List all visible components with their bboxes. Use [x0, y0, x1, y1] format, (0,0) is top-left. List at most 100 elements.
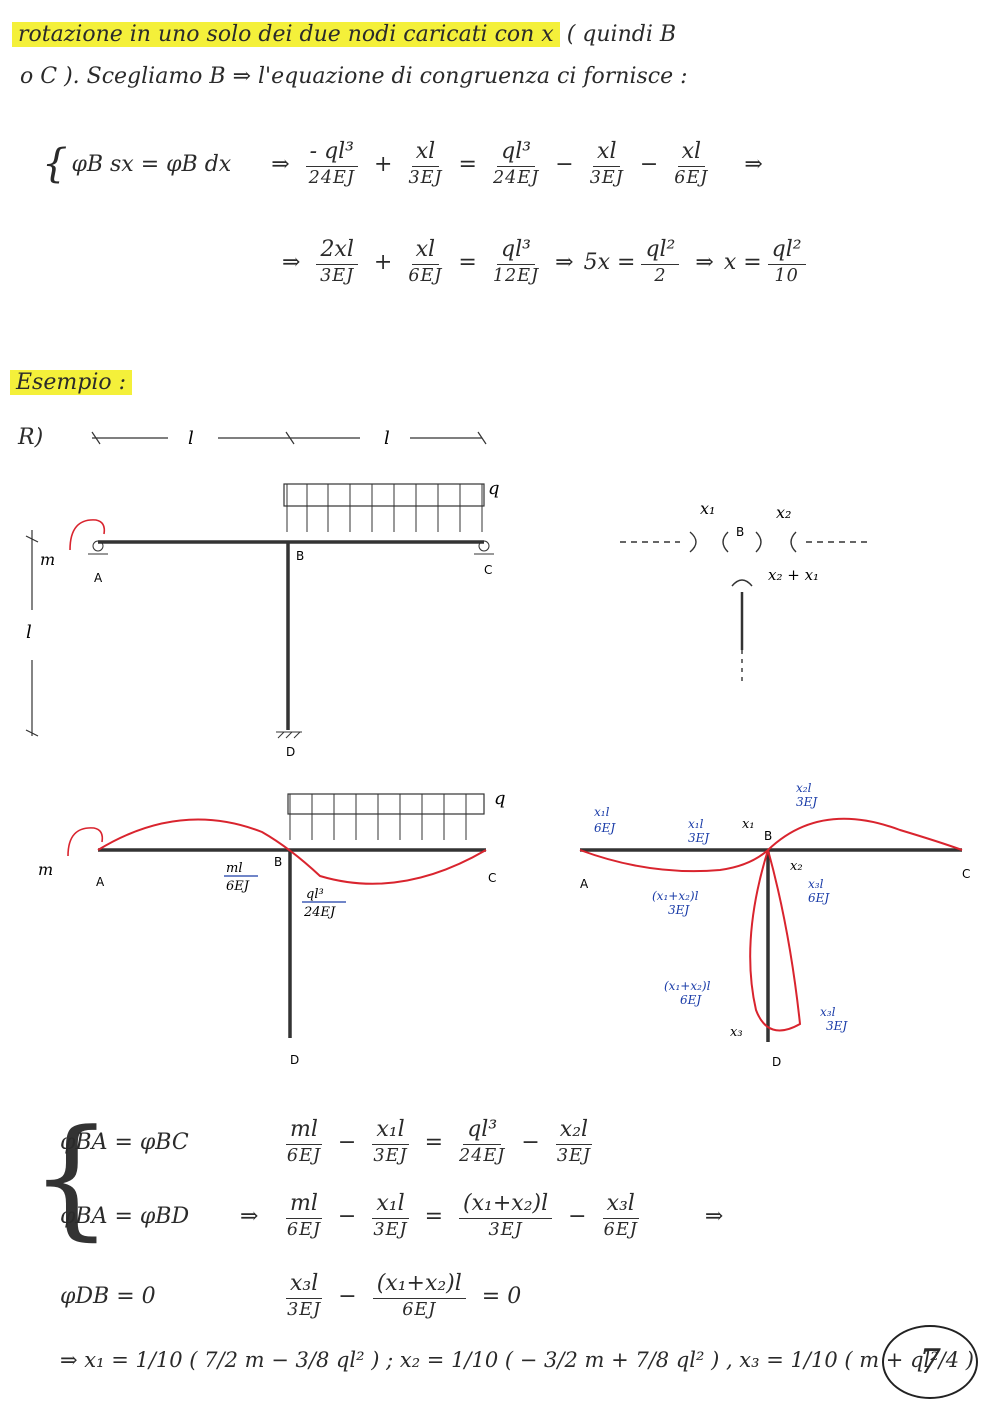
num: xl	[411, 237, 440, 266]
r4-den: 6EJ	[808, 891, 830, 905]
r1-den: 6EJ	[594, 821, 616, 835]
dimension-line	[91, 431, 487, 445]
num: ml	[286, 1191, 322, 1220]
den: 3EJ	[373, 1146, 408, 1167]
intro-highlight: rotazione in uno solo dei due nodi caric…	[12, 22, 560, 47]
load-box-left	[287, 793, 485, 815]
r4-num: x₃l	[808, 877, 824, 891]
deformed-curve-left	[97, 818, 487, 885]
rot2-den: 24EJ	[303, 905, 336, 920]
num: x₁l	[372, 1191, 409, 1220]
implies-arrow: ⇒	[704, 1203, 724, 1229]
load-box	[283, 483, 485, 507]
node-d-right: D	[772, 1055, 781, 1069]
den: 3EJ	[488, 1220, 523, 1241]
fixed-support-d	[276, 731, 302, 739]
brace: {	[42, 141, 68, 188]
node-c-left: C	[488, 871, 496, 885]
r6-num: (x₁+x₂)l	[664, 979, 711, 993]
den: 24EJ	[459, 1146, 506, 1167]
support-c	[474, 540, 494, 555]
intro-line-1-tail: ( quindi B	[566, 22, 677, 47]
num: x₂l	[555, 1117, 593, 1146]
minus-sign: −	[337, 1129, 357, 1155]
num: ql³	[497, 139, 536, 168]
equals-sign: =	[458, 151, 477, 177]
fbd-x1: x₁	[700, 499, 715, 518]
num: ml	[286, 1117, 322, 1146]
r3-den: 3EJ	[796, 795, 818, 809]
node-b-left: B	[274, 855, 282, 869]
fbd-node-label: B	[736, 525, 744, 539]
num: ql³	[463, 1117, 502, 1146]
num: ql²	[767, 237, 806, 266]
part-label: R)	[18, 425, 44, 450]
example-heading: Esempio :	[10, 370, 132, 395]
moment-arrow	[69, 519, 106, 551]
r5-den: 3EJ	[668, 903, 690, 917]
num: ql³	[497, 237, 535, 266]
r6-den: 6EJ	[680, 993, 702, 1007]
eq1-lhs: φB sx = φB dx	[71, 151, 232, 177]
intro-line-1: rotazione in uno solo dei due nodi caric…	[12, 22, 676, 47]
fbd-x2-plus-x1: x₂ + x₁	[768, 566, 819, 584]
node-a-right: A	[580, 877, 589, 891]
eq2-5x: 5x =	[583, 249, 636, 275]
den: 6EJ	[408, 266, 443, 287]
minus-sign: −	[639, 151, 659, 177]
load-label-left: q	[494, 788, 506, 809]
implies-arrow: ⇒	[695, 249, 714, 275]
minus-sign: −	[338, 1283, 357, 1309]
num: x₃l	[286, 1271, 323, 1300]
node-b-right: B	[764, 829, 772, 843]
equals-sign: =	[424, 1203, 444, 1229]
minus-sign: −	[555, 151, 574, 177]
implies-arrow: ⇒	[271, 151, 290, 177]
node-a-left: A	[96, 875, 105, 889]
den: 3EJ	[287, 1300, 322, 1321]
node-free-body-diagram	[620, 531, 870, 682]
den: 2	[654, 266, 667, 287]
node-c-right: C	[962, 867, 970, 881]
den: 24EJ	[492, 168, 540, 189]
den: 3EJ	[408, 168, 443, 189]
x2-label: x₂	[790, 859, 803, 874]
rot1-num: ml	[226, 861, 243, 876]
dim-label-l2: l	[384, 428, 390, 449]
r2-num: x₁l	[688, 817, 704, 831]
num: (x₁+x₂)l	[459, 1191, 553, 1220]
r5-num: (x₁+x₂)l	[652, 889, 699, 903]
deformed-curve-right	[579, 817, 963, 873]
num: - ql³	[305, 139, 359, 168]
num: (x₁+x₂)l	[372, 1271, 466, 1300]
deformed-column-right	[749, 849, 802, 1032]
rotation-labels-right: x₁l 6EJ x₁l 3EJ x₂l 3EJ x₃l 6EJ (x₁+x₂)l…	[594, 781, 848, 1033]
equals-sign: =	[458, 249, 477, 275]
node-d-left: D	[290, 1053, 299, 1067]
example-heading-text: Esempio :	[10, 370, 132, 395]
load-label: q	[488, 478, 500, 499]
node-b-label: B	[296, 549, 304, 563]
den: 6EJ	[286, 1220, 321, 1241]
frame-sketch: l l l q A B C D m B x₁ x₂ x₂ + x₁	[25, 428, 870, 759]
moment-arrow-left	[67, 827, 104, 857]
load-arrows-left	[289, 794, 467, 840]
result-line: ⇒ x₁ = 1/10 ( 7/2 m − 3/8 ql² ) ; x₂ = 1…	[60, 1348, 974, 1372]
rot2-num: ql³	[306, 887, 324, 902]
equals-sign: =	[424, 1129, 444, 1155]
r7-num: x₃l	[820, 1005, 836, 1019]
den: 6EJ	[674, 168, 709, 189]
implies-arrow: ⇒	[744, 151, 763, 177]
row3-lhs: φDB = 0	[60, 1283, 156, 1309]
dim-label-l1: l	[188, 428, 194, 449]
den: 3EJ	[320, 266, 355, 287]
